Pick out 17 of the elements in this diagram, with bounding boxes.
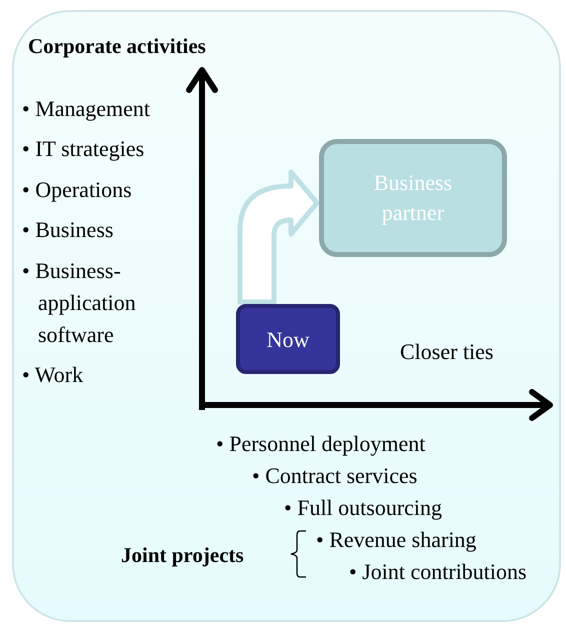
bullet-item: • Business- application software <box>22 257 137 349</box>
bullet-item: • Joint contributions <box>349 558 527 586</box>
axis-label: Closer ties <box>400 338 494 366</box>
axis-heading: Joint projects <box>121 542 244 569</box>
bullet-item: • Contract services <box>252 462 418 490</box>
bullet-item: • Full outsourcing <box>284 494 442 522</box>
bullet-item: • Personnel deployment <box>216 430 426 458</box>
bullet-item: • Business <box>22 216 114 244</box>
curved-block-arrow <box>238 170 320 304</box>
bullet-item: • Management <box>22 95 150 123</box>
axis-heading: Corporate activities <box>28 33 206 60</box>
bullet-item: • Operations <box>22 176 132 204</box>
bullet-item: • IT strategies <box>22 135 144 163</box>
rounded-box: Now <box>236 304 340 374</box>
rounded-box: Business partner <box>319 139 507 257</box>
bullet-item: • Work <box>22 361 84 389</box>
bullet-item: • Revenue sharing <box>316 526 476 554</box>
